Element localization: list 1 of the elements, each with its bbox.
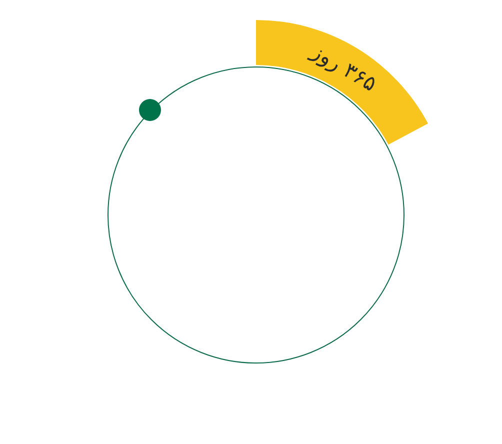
banner-text: ۳۶۵ روز — [308, 40, 380, 96]
